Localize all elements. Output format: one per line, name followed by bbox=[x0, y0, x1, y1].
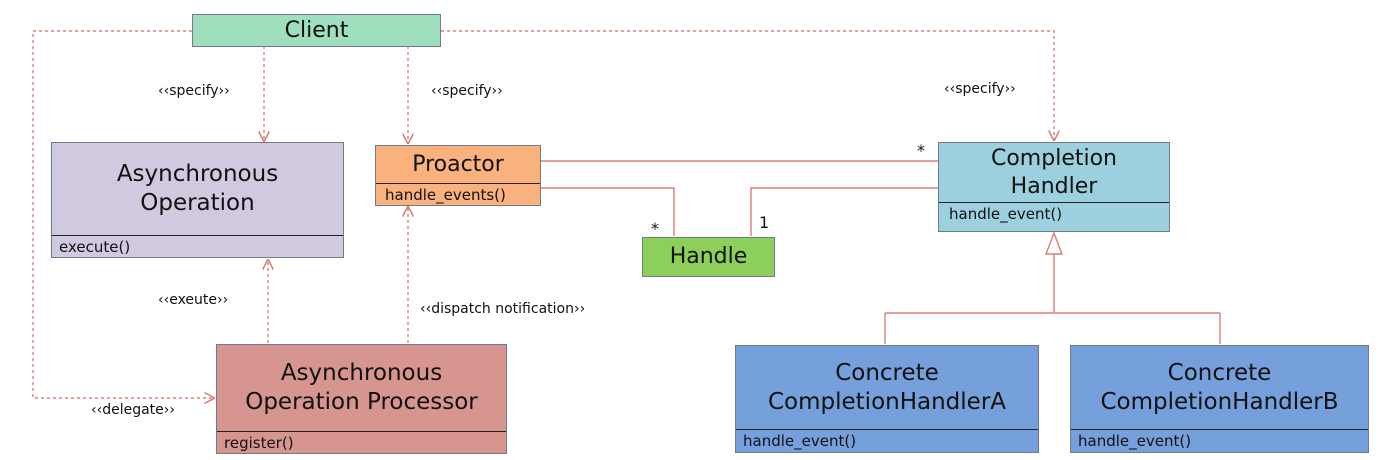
class-proactor-name: Proactor bbox=[412, 151, 504, 177]
class-client[interactable]: Client bbox=[192, 14, 441, 47]
generalization-triangle bbox=[1044, 231, 1064, 255]
class-async-op-operation: execute() bbox=[52, 235, 343, 256]
label-specify-completion-handler: ‹‹specify›› bbox=[944, 81, 1016, 97]
dep-client-completion-handler bbox=[441, 30, 1054, 140]
dep-client-processor bbox=[32, 30, 214, 398]
class-processor-name: Asynchronous Operation Processor bbox=[245, 360, 478, 415]
class-handle[interactable]: Handle bbox=[642, 237, 775, 277]
multiplicity-handle-handler: 1 bbox=[759, 213, 770, 232]
class-completion-handler-name: Completion Handler bbox=[990, 146, 1117, 199]
class-concrete-a-operation: handle_event() bbox=[736, 429, 1038, 450]
class-handle-name: Handle bbox=[669, 244, 748, 270]
label-execute: ‹‹exeute›› bbox=[158, 292, 229, 308]
class-concrete-b-operation: handle_event() bbox=[1071, 429, 1368, 450]
class-proactor-operation: handle_events() bbox=[376, 183, 540, 204]
label-specify-proactor: ‹‹specify›› bbox=[431, 83, 503, 99]
multiplicity-handle-proactor: * bbox=[651, 219, 659, 238]
class-completion-handler[interactable]: Completion Handler handle_event() bbox=[938, 142, 1170, 232]
class-concrete-handler-b[interactable]: Concrete CompletionHandlerB handle_event… bbox=[1070, 345, 1369, 453]
class-concrete-handler-a[interactable]: Concrete CompletionHandlerA handle_event… bbox=[735, 345, 1039, 453]
class-asynchronous-operation[interactable]: Asynchronous Operation execute() bbox=[51, 142, 344, 258]
multiplicity-proactor-handler: * bbox=[917, 141, 925, 160]
class-concrete-b-name: Concrete CompletionHandlerB bbox=[1100, 359, 1339, 415]
class-concrete-a-name: Concrete CompletionHandlerA bbox=[767, 359, 1007, 415]
label-delegate: ‹‹delegate›› bbox=[91, 402, 175, 418]
label-specify-async-op: ‹‹specify›› bbox=[158, 83, 230, 99]
class-processor-operation: register() bbox=[217, 431, 506, 452]
assoc-handler-handle bbox=[750, 187, 938, 236]
class-proactor[interactable]: Proactor handle_events() bbox=[375, 145, 541, 206]
assoc-proactor-handle bbox=[541, 187, 675, 236]
class-async-op-processor[interactable]: Asynchronous Operation Processor registe… bbox=[216, 344, 507, 454]
label-dispatch-notification: ‹‹dispatch notification›› bbox=[420, 301, 586, 317]
class-client-name: Client bbox=[284, 17, 349, 43]
class-completion-handler-operation: handle_event() bbox=[939, 202, 1169, 223]
class-async-op-name: Asynchronous Operation bbox=[116, 161, 279, 216]
